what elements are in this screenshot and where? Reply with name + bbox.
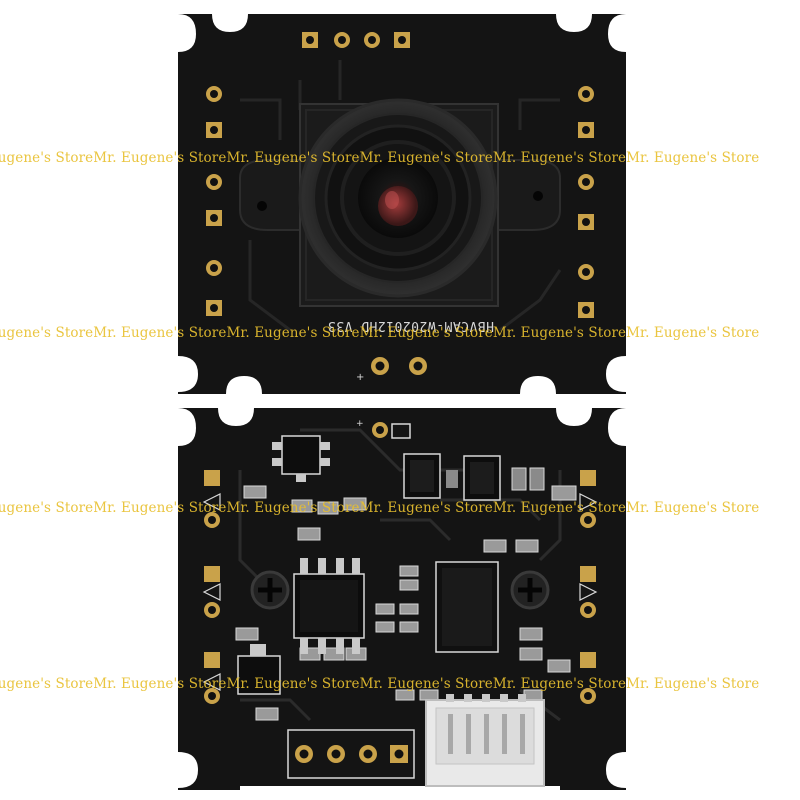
back-board-outline [178,408,626,790]
front-top-pads [302,32,410,48]
front-traces [240,60,562,332]
ic-sot-top-left [272,435,330,482]
back-side-pads [202,470,598,704]
ic-main-qfn [435,561,499,653]
transistors-top-right [403,453,545,501]
front-bottom-pads: + [356,357,427,383]
back-board: + [178,408,626,790]
white-connector [425,694,545,787]
ic-soic8 [293,558,365,654]
front-right-pads [578,86,594,318]
camera-lens [298,98,498,298]
svg-text:+: + [356,419,364,429]
ic-regulator-bottom-left [237,644,281,695]
screw-left [250,570,290,610]
back-bottom-header [287,729,415,779]
front-left-pads [206,86,222,316]
svg-text:+: + [356,372,364,383]
front-board: + HBVCAM-W202012HD V33 [178,14,626,394]
screw-right [510,570,550,610]
front-silkscreen-label: HBVCAM-W202012HD V33 [327,318,494,333]
